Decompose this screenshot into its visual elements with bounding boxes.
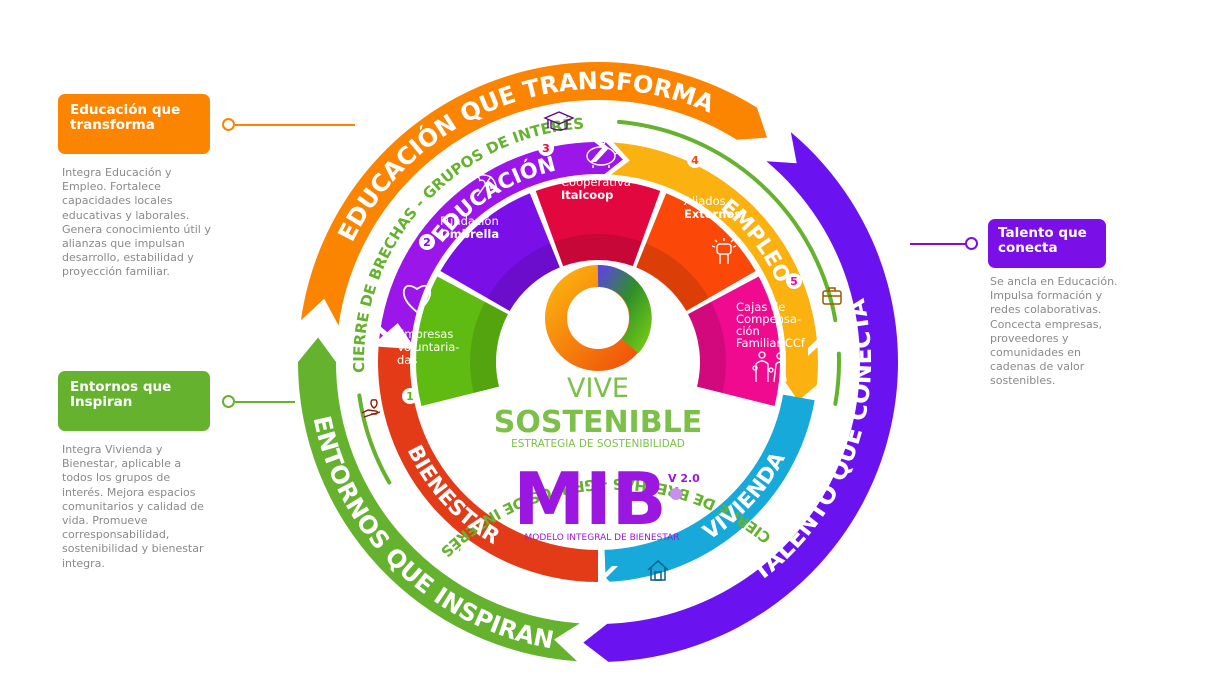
petal-shade [688,301,726,393]
petal-number-badge: 2 [419,234,435,250]
petal-fundacion-ombrella [440,193,560,311]
petal-label: Fundación Ombrella [440,214,502,241]
petal-number: 3 [542,142,550,155]
card-talento-que-conecta: Talento que conecta [988,219,1106,268]
inner-ring-empleo [611,142,818,401]
outer-ring-talento-que-conecta [583,132,899,662]
connector-dot [965,237,978,250]
outer-ring-entornos-que-inspiran [298,337,580,662]
chevron-icon [366,326,394,345]
petal-aliados-externos [636,193,756,311]
outer-ring-educacion-que-transforma [300,61,768,326]
petal-number: 1 [406,390,414,403]
chevron-icon [600,566,618,590]
connector-line [235,124,355,126]
inner-ring-vivienda [604,394,815,582]
petal-shade [470,301,508,393]
chevron-icon [588,137,609,162]
petal-label: Empresas Voluntaria- das [397,327,463,367]
card-description: Se ancla en Educación. Impulsa formación… [990,275,1118,388]
petal-cajas-de-compensacion [688,276,780,407]
sostenible-text: SOSTENIBLE [494,405,702,440]
gap-ring-line-left [357,393,392,485]
briefcase-icon [822,287,842,305]
version-dot [670,488,682,500]
piggy-bank-icon [586,136,620,168]
petal-empresas-voluntariadas [416,276,508,407]
petal-label: Cajas de Compensa- ción Familiar CCf [736,300,806,350]
card-title: Entornos que Inspiran [70,379,172,410]
card-entornos-que-inspiran: Entornos que Inspiran [58,371,210,431]
petal-number-badge: 5 [786,273,802,289]
gap-ring-line-top [617,119,838,323]
hand-heart-icon [361,399,381,418]
gap-ring-line-right [833,351,841,406]
graduation-cap-icon [543,111,575,131]
version-text: V 2.0 [668,472,700,485]
chevron-icon [808,335,836,356]
connector-line [910,243,967,245]
petal-number-badge: 1 [402,388,418,404]
connector-dot [222,395,235,408]
connector-dot [222,118,235,131]
petal-shade [487,243,560,311]
house-icon [647,559,669,581]
petal-label: Aliados Externos [684,194,741,221]
card-educacion-que-transforma: Educación que transforma [58,94,210,154]
vive-sostenible-logo [545,264,652,371]
family-icon [752,351,787,383]
inner-ring-label: BIENESTAR [403,441,504,549]
estrategia-text: ESTRATEGIA DE SOSTENIBILIDAD [511,438,685,450]
raised-fist-icon [711,238,737,264]
heart-icon [402,284,432,314]
petal-number: 5 [790,275,798,288]
card-title: Talento que conecta [998,225,1087,256]
mib-logo-text: MIB [513,457,666,541]
inner-ring-bienestar [377,346,598,582]
petal-cooperativa-italcoop [535,179,661,267]
card-description: Integra Vivienda y Bienestar, aplicable … [62,443,204,570]
petal-number: 2 [423,236,431,249]
petal-label: Cooperativa Italcoop [561,175,634,202]
petal-number-badge: 4 [687,152,703,168]
petal-shade [636,243,709,311]
petal-shade [554,234,642,267]
inner-bienestar-label: BIENESTAR [403,441,504,549]
vive-text: VIVE [567,373,629,404]
card-description: Integra Educación y Empleo. Fortalece ca… [62,166,211,279]
connector-line [235,401,295,403]
petal-number-badge: 3 [538,140,554,156]
petal-number: 4 [691,154,699,167]
modelo-text: MODELO INTEGRAL DE BIENESTAR [525,533,680,543]
card-title: Educación que transforma [70,102,181,133]
umbrella-icon [473,174,498,197]
